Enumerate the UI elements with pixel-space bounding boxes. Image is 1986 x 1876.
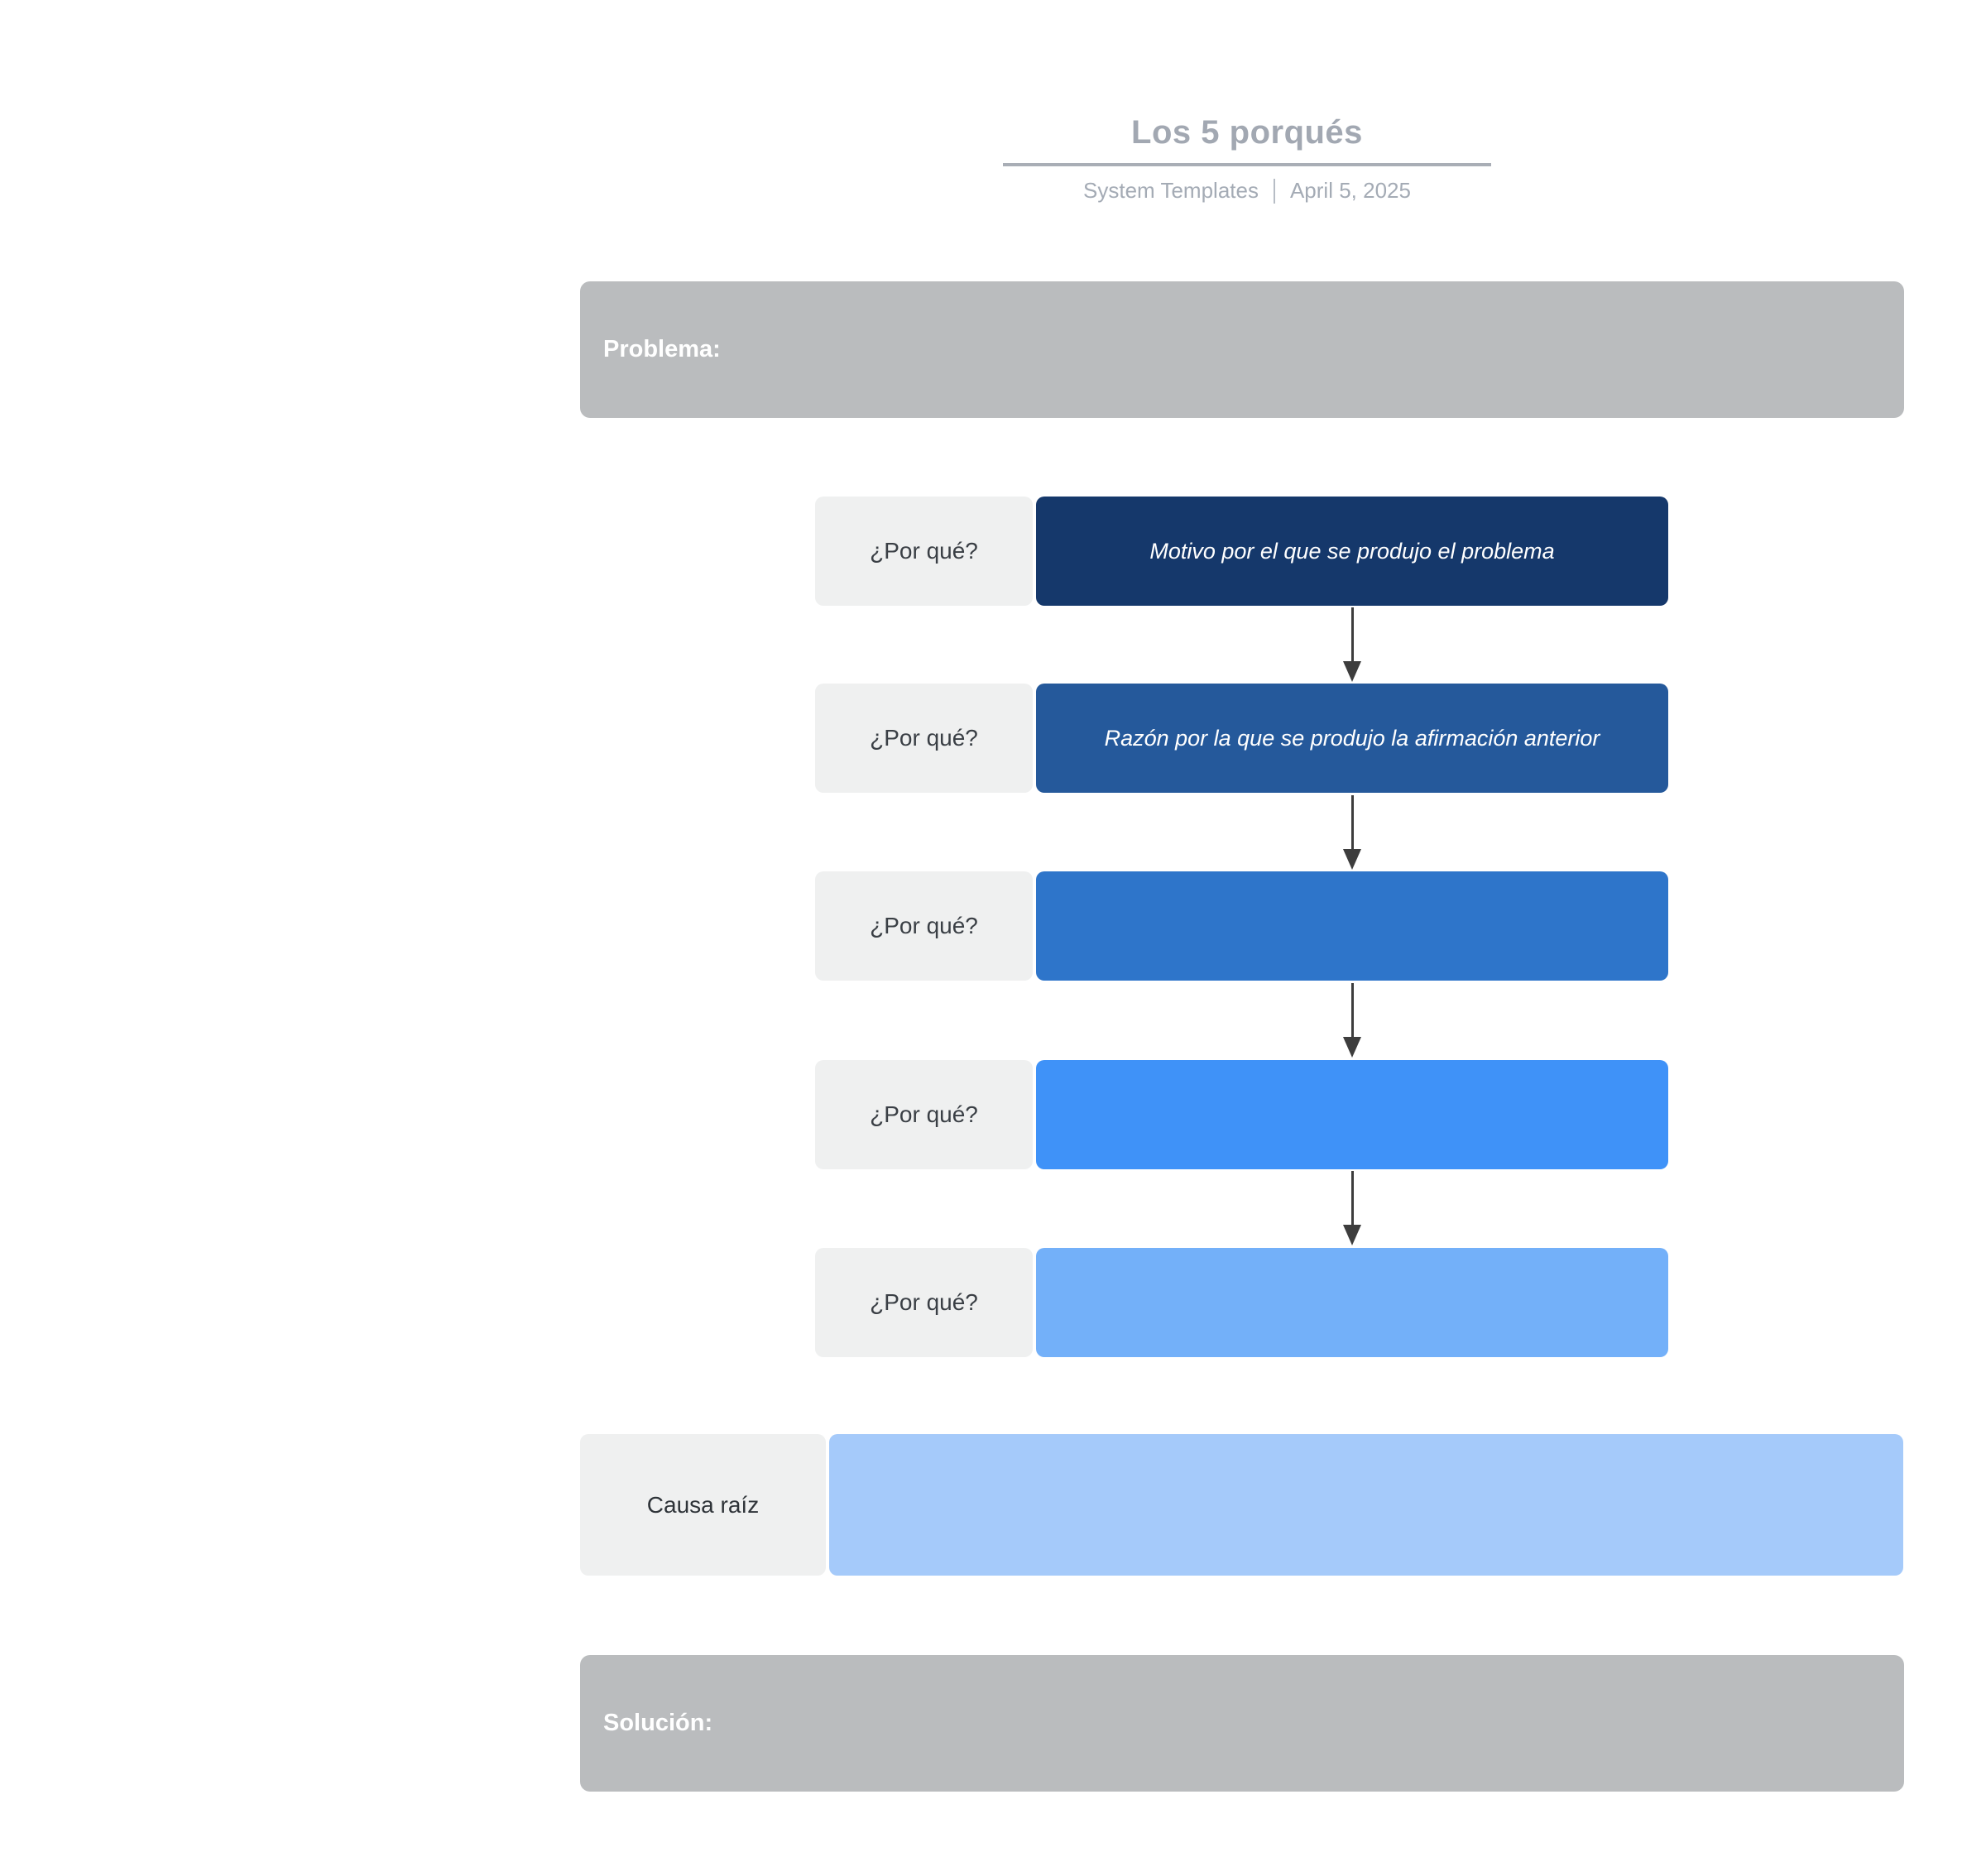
root-cause-label-box: Causa raíz [580,1434,826,1576]
why-question-text: ¿Por qué? [870,538,978,564]
arrow-stem [1351,607,1354,664]
problem-label: Problema: [603,336,721,362]
arrow-stem [1351,1171,1354,1227]
arrow-stem [1351,795,1354,852]
why-question-text: ¿Por qué? [870,1289,978,1315]
why-question-label-2: ¿Por qué? [815,684,1033,793]
why-question-text: ¿Por qué? [870,1101,978,1127]
why-answer-text-2: Razón por la que se produjo la afirmació… [1104,725,1600,751]
subtitle-date: April 5, 2025 [1289,178,1411,203]
subtitle-author: System Templates [1083,178,1259,203]
subtitle-divider [1273,178,1275,204]
problem-box[interactable]: Problema: [580,281,1904,418]
header: Los 5 porqués System Templates April 5, … [1003,114,1491,204]
connector-arrow-3 [1343,983,1361,1058]
root-cause-label: Causa raíz [646,1491,760,1518]
why-question-label-4: ¿Por qué? [815,1060,1033,1169]
why-answer-box-2[interactable]: Razón por la que se produjo la afirmació… [1036,684,1668,793]
connector-arrow-1 [1343,607,1361,682]
why-question-text: ¿Por qué? [870,725,978,751]
connector-arrow-2 [1343,795,1361,870]
subtitle: System Templates April 5, 2025 [1003,178,1491,204]
page-title: Los 5 porqués [1003,114,1491,166]
why-answer-text-1: Motivo por el que se produjo el problema [1149,538,1555,564]
why-question-label-5: ¿Por qué? [815,1248,1033,1357]
solution-box[interactable]: Solución: [580,1655,1904,1792]
why-question-text: ¿Por qué? [870,913,978,938]
arrow-stem [1351,983,1354,1039]
arrow-head-icon [1343,849,1361,870]
why-question-label-1: ¿Por qué? [815,497,1033,606]
arrow-head-icon [1343,1037,1361,1058]
arrow-head-icon [1343,1225,1361,1245]
connector-arrow-4 [1343,1171,1361,1245]
why-answer-box-3[interactable] [1036,871,1668,981]
why-answer-box-5[interactable] [1036,1248,1668,1357]
root-cause-answer-box[interactable] [829,1434,1903,1576]
solution-label: Solución: [603,1710,713,1736]
why-answer-box-1[interactable]: Motivo por el que se produjo el problema [1036,497,1668,606]
why-question-label-3: ¿Por qué? [815,871,1033,981]
arrow-head-icon [1343,661,1361,682]
why-answer-box-4[interactable] [1036,1060,1668,1169]
